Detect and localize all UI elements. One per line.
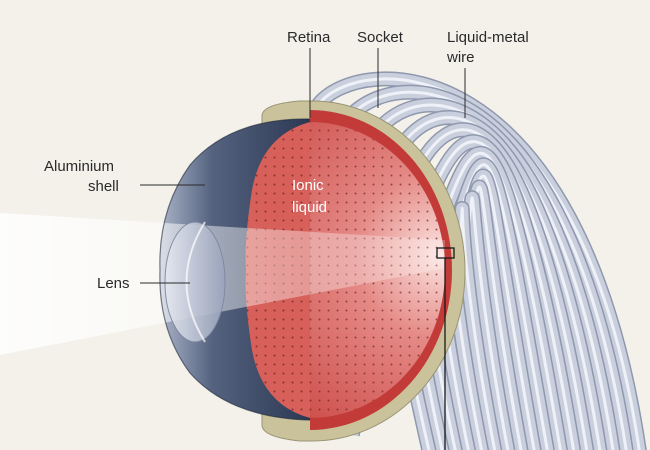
- socket-label: Socket: [357, 29, 404, 46]
- lens: [164, 221, 226, 343]
- shell-label-line2: shell: [88, 178, 119, 195]
- ionic-label-line2: liquid: [292, 199, 327, 216]
- lens-front: [185, 221, 206, 343]
- shell-rim: [159, 118, 311, 421]
- shell-label-line1: Aluminium: [44, 158, 114, 175]
- ionic-label-line1: Ionic: [292, 177, 324, 194]
- wire-label-line2: wire: [446, 49, 475, 66]
- wire-label-line1: Liquid-metal: [447, 29, 529, 46]
- retina-label: Retina: [287, 29, 331, 46]
- lens-label: Lens: [97, 275, 130, 292]
